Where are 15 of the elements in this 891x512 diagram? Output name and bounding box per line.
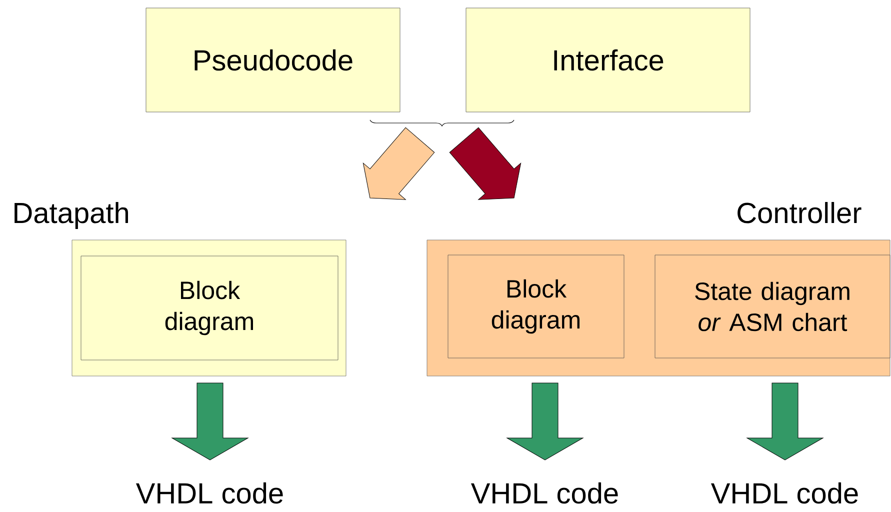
process-box: Interface [466,8,750,112]
block-arrow [746,382,824,460]
process-box: Pseudocode [146,8,400,112]
output-label: VHDL code [136,482,283,504]
inner-box: Block diagram [448,254,624,358]
block-arrow [362,127,435,200]
heading: Controller [738,202,862,224]
block-arrow [449,127,522,200]
block-arrow [172,382,248,460]
output-label: VHDL code [470,482,618,504]
block-arrow [506,382,584,460]
inner-box: State diagram or ASM chart [654,254,890,358]
inner-box: Block diagram [80,256,338,360]
output-label: VHDL code [710,482,858,504]
heading: Datapath [14,202,128,230]
